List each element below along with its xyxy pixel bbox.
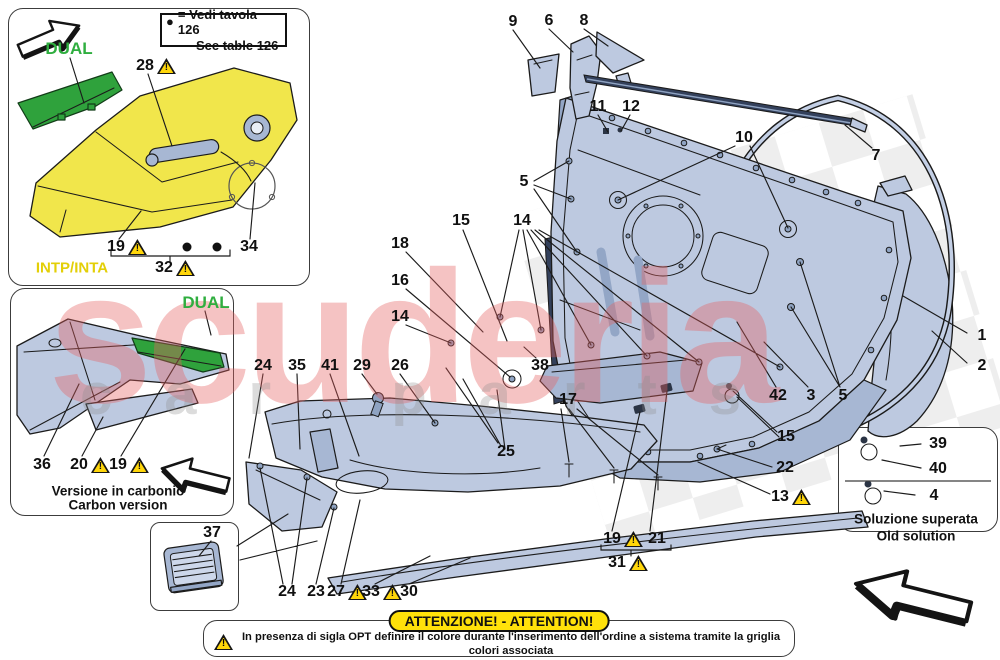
carbon-version-drawing	[16, 318, 230, 435]
attention-line-it: In presenza di sigla OPT definire il col…	[241, 631, 781, 657]
group-bracket-32	[110, 249, 231, 262]
old-solution-caption-it: Soluzione superata	[854, 511, 978, 527]
old-solution-caption-en: Old solution	[876, 528, 956, 544]
leader-lines	[43, 28, 968, 585]
direction-arrow-icon	[16, 19, 81, 60]
attention-title: ATTENZIONE! - ATTENTION!	[388, 610, 610, 632]
legend-line1: = Vedi tavola 126	[177, 6, 257, 38]
carbon-caption-en: Carbon version	[68, 497, 168, 513]
attention-banner: ATTENZIONE! - ATTENTION! ! In presenza d…	[203, 610, 795, 660]
lower-trim-panel	[264, 397, 658, 494]
dual-label-interior: DUAL	[45, 39, 93, 58]
warning-triangle-icon: !	[214, 634, 233, 650]
legend-line2: See table 126	[196, 37, 279, 53]
window-weatherstrip	[583, 74, 868, 133]
interior-trim-drawing	[17, 67, 298, 252]
dual-label-carbon: DUAL	[182, 293, 230, 312]
sill-trim-strip	[327, 510, 869, 595]
carbon-caption-it: Versione in carbonio	[51, 483, 185, 499]
bullet-icon: ●	[166, 14, 174, 30]
intp-inta-label: INTP/INTA	[35, 259, 109, 277]
direction-arrow-icon	[853, 569, 974, 627]
direction-arrow-icon	[160, 457, 231, 496]
speaker-grille-drawing	[163, 541, 224, 594]
legend-box: ● = Vedi tavola 126 See table 126	[160, 7, 287, 53]
